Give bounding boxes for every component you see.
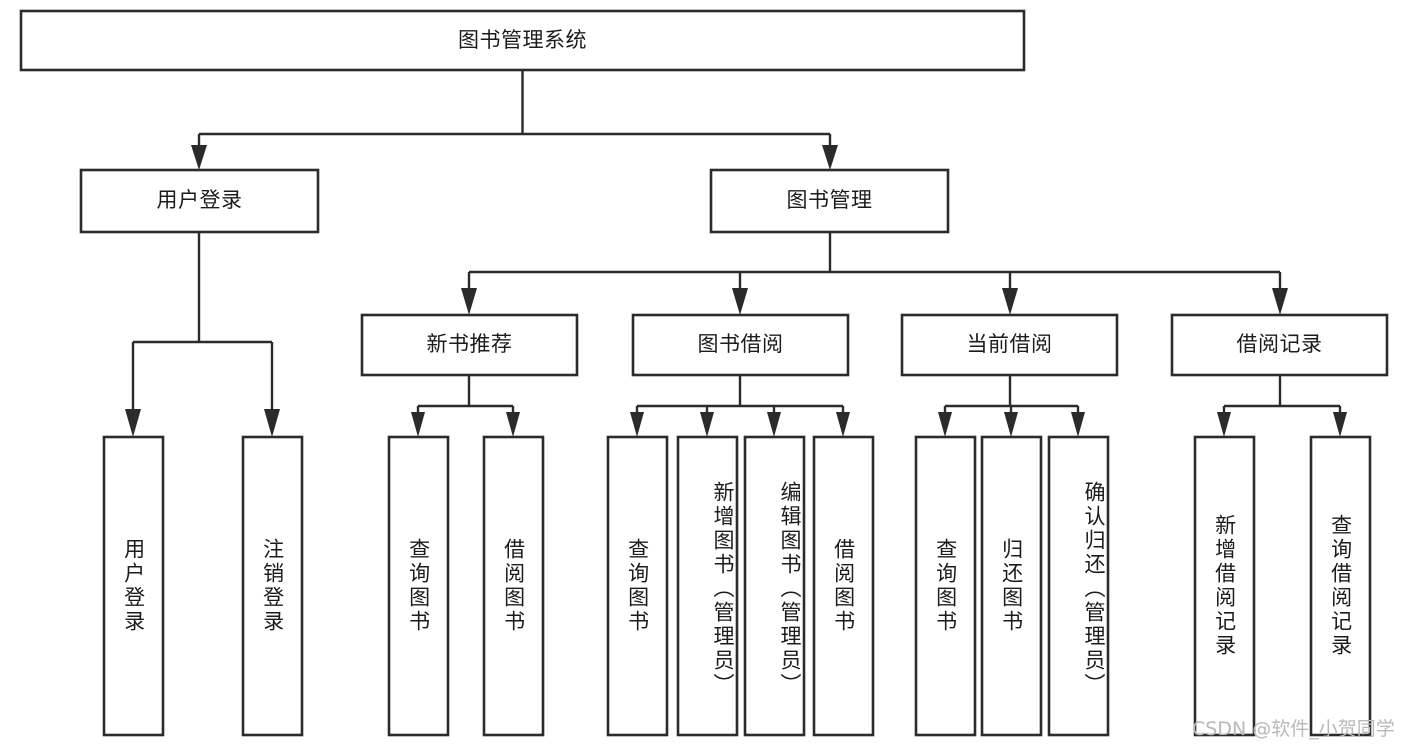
connector-group-book-manage [461, 232, 1288, 315]
connector-group-new-book [411, 375, 520, 437]
connector-group-user-login [125, 232, 280, 437]
node-box-leaf-new-book-2[interactable] [482, 435, 545, 737]
node-box-leaf-book-borrow-4[interactable] [812, 435, 875, 737]
arrow-head-new-book-leaf-1 [411, 412, 425, 437]
node-box-leaf-current-borrow-2[interactable] [980, 435, 1043, 737]
node-box-book-manage[interactable] [709, 168, 950, 234]
arrow-head-book-borrow [732, 288, 748, 315]
arrow-head-user-login-leaf-1 [125, 409, 141, 437]
node-box-leaf-user-login-2[interactable] [241, 435, 304, 737]
arrow-head-book-manage [822, 145, 838, 170]
connector-group-current-borrow [938, 375, 1085, 437]
node-box-leaf-book-borrow-3[interactable] [743, 435, 806, 737]
arrow-head-current-borrow-leaf-2 [1004, 412, 1018, 437]
arrow-head-current-borrow-leaf-3 [1071, 412, 1085, 437]
node-box-root[interactable] [19, 9, 1026, 72]
node-box-leaf-new-book-1[interactable] [387, 435, 450, 737]
arrow-head-book-borrow-leaf-3 [767, 412, 781, 437]
node-box-book-borrow[interactable] [631, 313, 850, 377]
node-box-leaf-current-borrow-3[interactable] [1047, 435, 1110, 737]
arrow-head-book-borrow-leaf-1 [630, 412, 644, 437]
arrow-head-new-book [461, 288, 477, 315]
node-box-leaf-user-login-1[interactable] [102, 435, 165, 737]
connector-group-borrow-record [1217, 375, 1347, 437]
node-box-leaf-book-borrow-1[interactable] [606, 435, 669, 737]
arrow-head-user-login [191, 145, 207, 170]
arrow-head-current-borrow-leaf-1 [938, 412, 952, 437]
arrow-head-new-book-leaf-2 [506, 412, 520, 437]
node-box-new-book-recommend[interactable] [360, 313, 579, 377]
node-box-leaf-borrow-record-1[interactable] [1193, 435, 1256, 737]
node-box-leaf-borrow-record-2[interactable] [1309, 435, 1372, 737]
arrow-head-user-login-leaf-2 [264, 409, 280, 437]
node-box-leaf-book-borrow-2[interactable] [676, 435, 739, 737]
arrow-head-book-borrow-leaf-4 [836, 412, 850, 437]
node-box-borrow-record[interactable] [1170, 313, 1389, 377]
connector-group-root [191, 70, 838, 170]
node-box-leaf-current-borrow-1[interactable] [914, 435, 977, 737]
node-box-current-borrow[interactable] [900, 313, 1119, 377]
arrow-head-borrow-record [1272, 288, 1288, 315]
connector-group-book-borrow [630, 375, 850, 437]
arrow-head-book-borrow-leaf-2 [700, 412, 714, 437]
node-box-user-login[interactable] [79, 168, 320, 234]
arrow-head-borrow-record-leaf-2 [1333, 412, 1347, 437]
arrow-head-current-borrow [1002, 288, 1018, 315]
arrow-head-borrow-record-leaf-1 [1217, 412, 1231, 437]
